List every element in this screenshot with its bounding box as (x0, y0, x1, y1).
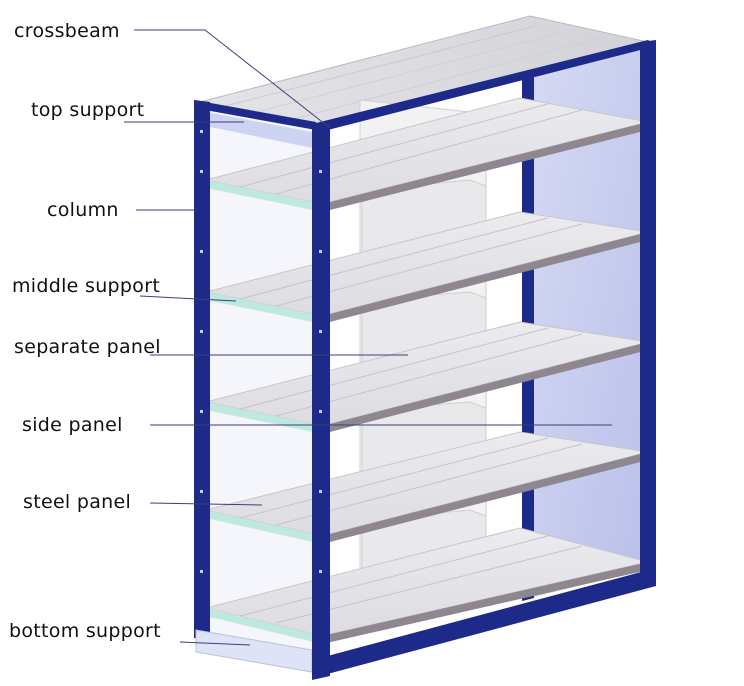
front-column-holes (319, 170, 322, 573)
label-top-support: top support (31, 99, 145, 121)
leader-lines (124, 29, 612, 646)
bottom-crossbeam (320, 568, 656, 676)
column (194, 100, 210, 640)
rear-right-column (640, 40, 656, 574)
top-support (206, 112, 312, 148)
label-side-panel: side panel (22, 414, 123, 436)
label-steel-panel: steel panel (23, 491, 132, 513)
label-crossbeam: crossbeam (14, 20, 120, 42)
label-separate-panel: separate panel (14, 336, 161, 358)
label-bottom-support: bottom support (9, 620, 161, 642)
front-column (312, 124, 330, 680)
shelf-plank-lines (239, 103, 583, 624)
label-middle-support: middle support (12, 275, 161, 297)
column-holes (200, 130, 203, 573)
label-column: column (47, 199, 119, 221)
crossbeam (312, 40, 656, 132)
top-left-beam (194, 100, 316, 130)
